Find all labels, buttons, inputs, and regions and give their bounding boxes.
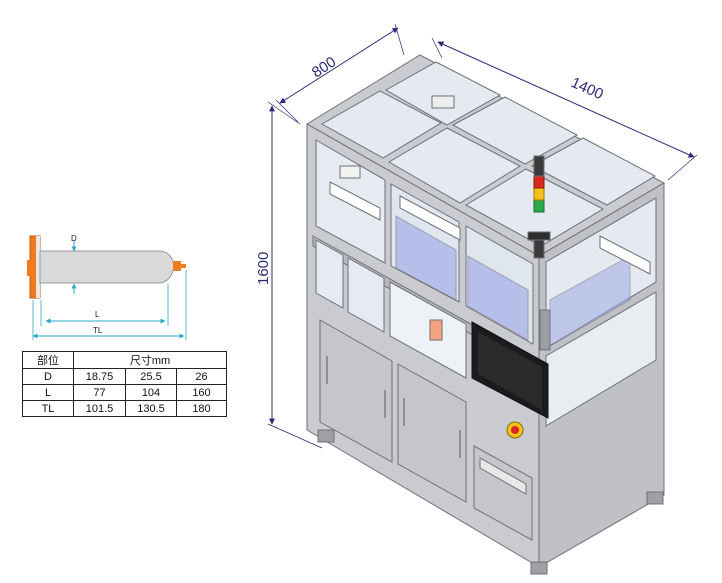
parts-tray [467,255,529,341]
table-row: TL 101.5 130.5 180 [22,400,227,417]
robot-arm [431,95,455,109]
syringe-nozzle [181,264,186,268]
orange-box [429,319,443,341]
syringe-flange-edge [36,236,40,298]
lower-window [389,281,467,379]
monitor-glass [478,332,542,410]
roof-panel [320,90,443,159]
cell-part: L [22,384,74,401]
syringe-tip [173,261,181,271]
cabinet-door-left [319,319,393,463]
cell-value: 77 [73,384,126,401]
lower-window [315,239,344,309]
robot-head [339,165,361,179]
cell-part: D [22,368,74,385]
roof-panel [388,127,522,204]
machine-foot [317,429,335,443]
cell-value: 101.5 [73,400,126,417]
dim-label-1400: 1400 [568,74,605,103]
syringe-drawing: D L TL [27,234,187,340]
label-d: D [71,234,77,243]
syringe-plunger-tab [27,260,33,276]
cell-value: 26 [176,368,227,385]
parts-tray [395,215,457,301]
gantry-beam [599,235,651,275]
monitor-arm [539,309,551,351]
cabinet-door-right [397,363,467,503]
tower-light-green [533,199,545,213]
machine-foot [530,561,548,575]
cell-value: 130.5 [125,400,177,417]
roof-panel [384,61,502,126]
cell-part: TL [22,400,74,417]
machine-foot [646,491,664,505]
tower-cap [533,155,545,177]
table-row: L 77 104 160 [22,384,227,401]
cell-value: 104 [125,384,177,401]
dim-label-800: 800 [309,53,339,81]
gantry-beam [329,181,381,221]
emergency-stop-cap [511,426,519,434]
cell-value: 25.5 [125,368,177,385]
table-row: D 18.75 25.5 26 [22,368,227,385]
lower-window [347,257,385,333]
cell-value: 180 [176,400,227,417]
label-tl: TL [93,326,103,335]
cell-value: 18.75 [73,368,126,385]
roof-panel [530,137,657,206]
machine [306,54,666,575]
tower-light-red [533,175,545,189]
gantry-beam [399,195,461,241]
spec-table: 部位 尺寸mm D 18.75 25.5 26 L 77 104 160 TL … [22,351,227,417]
dim-label-1600: 1600 [255,252,272,285]
syringe-body [39,250,175,284]
cell-value: 160 [176,384,227,401]
header-size: 尺寸mm [73,351,227,369]
dim-line-800 [279,27,399,104]
tower-base [527,231,551,241]
header-part: 部位 [22,351,74,369]
drawer-handle [479,457,527,495]
label-l: L [95,310,100,319]
roof-panel [451,96,579,165]
tower-light-yellow [533,187,545,201]
table-header-row: 部位 尺寸mm [22,351,227,369]
dim-line-1400 [437,41,695,158]
